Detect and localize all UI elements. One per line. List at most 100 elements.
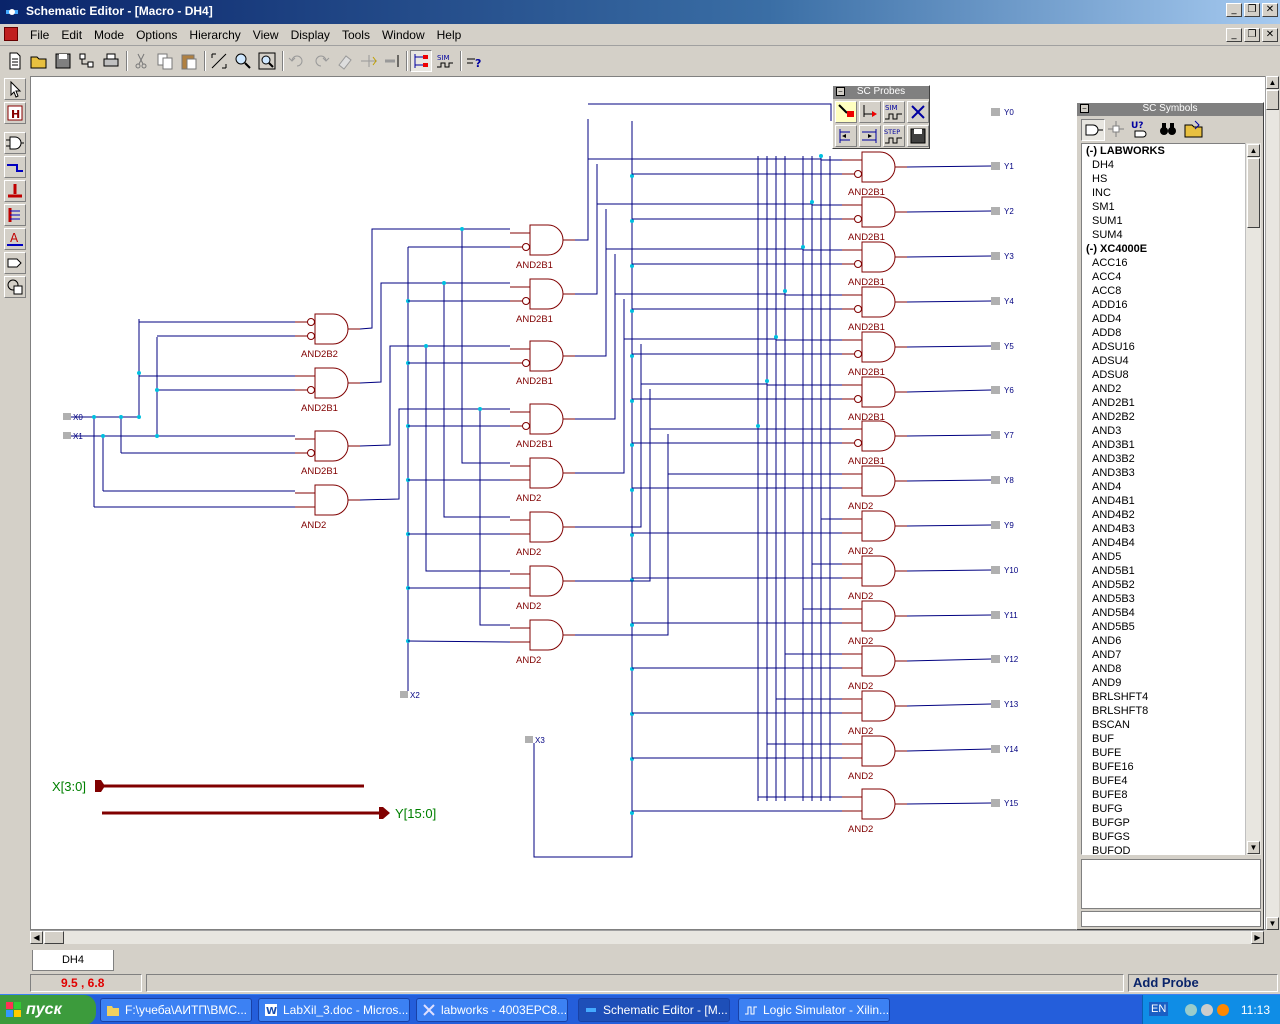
save-icon[interactable] <box>52 50 74 72</box>
output-pin-marker[interactable] <box>991 521 1000 529</box>
canvas-hscroll-thumb[interactable] <box>44 931 64 944</box>
symbol-item[interactable]: BUFGS <box>1092 831 1130 843</box>
cut-icon[interactable] <box>130 50 152 72</box>
zoom-full-icon[interactable] <box>208 50 230 72</box>
output-pin-marker[interactable] <box>991 297 1000 305</box>
gate-body[interactable] <box>314 367 349 399</box>
output-wire[interactable] <box>906 210 992 213</box>
symbol-item[interactable]: AND3B1 <box>1092 439 1135 451</box>
symbol-item[interactable]: AND3B2 <box>1092 453 1135 465</box>
probe-step-back-icon[interactable] <box>835 125 857 147</box>
symbol-item[interactable]: ACC16 <box>1092 257 1128 269</box>
output-pin-marker[interactable] <box>991 566 1000 574</box>
output-pin-marker[interactable] <box>991 431 1000 439</box>
gate-body[interactable] <box>529 340 564 372</box>
add-bus-tap-icon[interactable] <box>4 204 26 226</box>
symbol-open-icon[interactable] <box>1183 119 1207 141</box>
minimize-button[interactable]: _ <box>1226 3 1242 17</box>
copy-icon[interactable] <box>154 50 176 72</box>
select-tool-icon[interactable] <box>4 78 26 100</box>
canvas-scroll-left-icon[interactable]: ◀ <box>30 931 43 944</box>
inversion-bubble[interactable] <box>307 332 315 340</box>
inversion-bubble[interactable] <box>854 260 862 268</box>
add-bus-icon[interactable] <box>4 180 26 202</box>
gate-body[interactable] <box>861 788 896 820</box>
output-pin-marker[interactable] <box>991 476 1000 484</box>
stage3-gate[interactable] <box>842 645 907 677</box>
symbol-item[interactable]: ADD16 <box>1092 299 1128 311</box>
input-pin-marker[interactable] <box>63 432 71 439</box>
symbol-item[interactable]: BUFE8 <box>1092 789 1128 801</box>
symbol-item[interactable]: INC <box>1092 187 1111 199</box>
stage3-gate[interactable] <box>842 151 907 183</box>
symbol-item[interactable]: ACC8 <box>1092 285 1122 297</box>
gate-body[interactable] <box>861 600 896 632</box>
probe-step-forward-icon[interactable] <box>859 125 881 147</box>
gate-body[interactable] <box>861 196 896 228</box>
net-wire[interactable] <box>479 409 510 626</box>
net-wire[interactable] <box>575 344 642 528</box>
canvas-horizontal-scrollbar[interactable]: ◀ ▶ <box>30 930 1264 944</box>
symbol-item[interactable]: AND3B3 <box>1092 467 1135 479</box>
probe-step-icon[interactable]: STEP <box>883 125 905 147</box>
symbol-item[interactable]: BUFE <box>1092 747 1122 759</box>
language-indicator[interactable]: EN <box>1149 1002 1169 1016</box>
stage3-gate[interactable] <box>842 510 907 542</box>
net-wire[interactable] <box>575 434 669 636</box>
output-pin-marker[interactable] <box>991 342 1000 350</box>
symbol-item[interactable]: AND9 <box>1092 677 1122 689</box>
symbol-item[interactable]: ACC4 <box>1092 271 1122 283</box>
net-wire[interactable] <box>575 389 651 582</box>
gate-body[interactable] <box>861 690 896 722</box>
output-pin-marker[interactable] <box>991 108 1000 116</box>
doc-close-button[interactable]: ✕ <box>1262 28 1278 42</box>
inversion-bubble[interactable] <box>854 395 862 403</box>
gate-body[interactable] <box>861 510 896 542</box>
stage3-gate[interactable] <box>842 286 907 318</box>
symbol-item[interactable]: ADSU8 <box>1092 369 1129 381</box>
add-graphics-icon[interactable] <box>4 276 26 298</box>
output-pin-marker[interactable] <box>991 799 1000 807</box>
gate-body[interactable] <box>314 313 349 345</box>
symbol-filter-input[interactable] <box>1081 911 1261 927</box>
output-wire[interactable] <box>906 255 992 258</box>
add-symbol-icon[interactable] <box>4 132 26 154</box>
symbol-query-icon[interactable]: U? <box>1129 119 1153 141</box>
symbol-item[interactable]: SUM4 <box>1092 229 1123 241</box>
zoom-icon[interactable] <box>232 50 254 72</box>
hierarchy-push-icon[interactable]: H <box>4 102 26 124</box>
symbol-item[interactable]: AND4B2 <box>1092 509 1135 521</box>
open-icon[interactable] <box>28 50 50 72</box>
print-icon[interactable] <box>100 50 122 72</box>
gate-body[interactable] <box>861 286 896 318</box>
output-wire[interactable] <box>906 165 992 168</box>
gate-body[interactable] <box>314 484 349 516</box>
symbol-item[interactable]: AND4B3 <box>1092 523 1135 535</box>
symbol-item[interactable]: ADD4 <box>1092 313 1122 325</box>
restore-button[interactable]: ❐ <box>1244 3 1260 17</box>
inversion-bubble[interactable] <box>307 318 315 326</box>
add-net-icon[interactable] <box>4 156 26 178</box>
symbol-item[interactable]: ADSU16 <box>1092 341 1135 353</box>
gate-body[interactable] <box>529 457 564 489</box>
stage2-gate[interactable] <box>510 511 575 543</box>
inversion-bubble[interactable] <box>522 243 530 251</box>
output-wire[interactable] <box>906 479 992 482</box>
symbol-item[interactable]: BUFG <box>1092 803 1123 815</box>
stage3-gate[interactable] <box>842 555 907 587</box>
doc-minimize-button[interactable]: _ <box>1226 28 1242 42</box>
menu-options[interactable]: Options <box>136 28 178 42</box>
doc-restore-button[interactable]: ❐ <box>1244 28 1260 42</box>
task-schematic-editor[interactable]: Schematic Editor - [M... <box>578 998 730 1022</box>
inversion-bubble[interactable] <box>854 170 862 178</box>
symbol-item[interactable]: BUFOD <box>1092 845 1131 855</box>
inversion-bubble[interactable] <box>854 305 862 313</box>
output-pin-marker[interactable] <box>991 162 1000 170</box>
net-wire[interactable] <box>425 346 510 572</box>
input-pin-marker[interactable] <box>525 736 533 743</box>
add-io-marker-icon[interactable] <box>4 252 26 274</box>
stage2-gate[interactable] <box>510 403 575 435</box>
symbol-group[interactable]: (-) XC4000E <box>1086 243 1148 255</box>
menu-help[interactable]: Help <box>436 28 462 42</box>
simulate-icon[interactable]: SIM <box>434 50 456 72</box>
